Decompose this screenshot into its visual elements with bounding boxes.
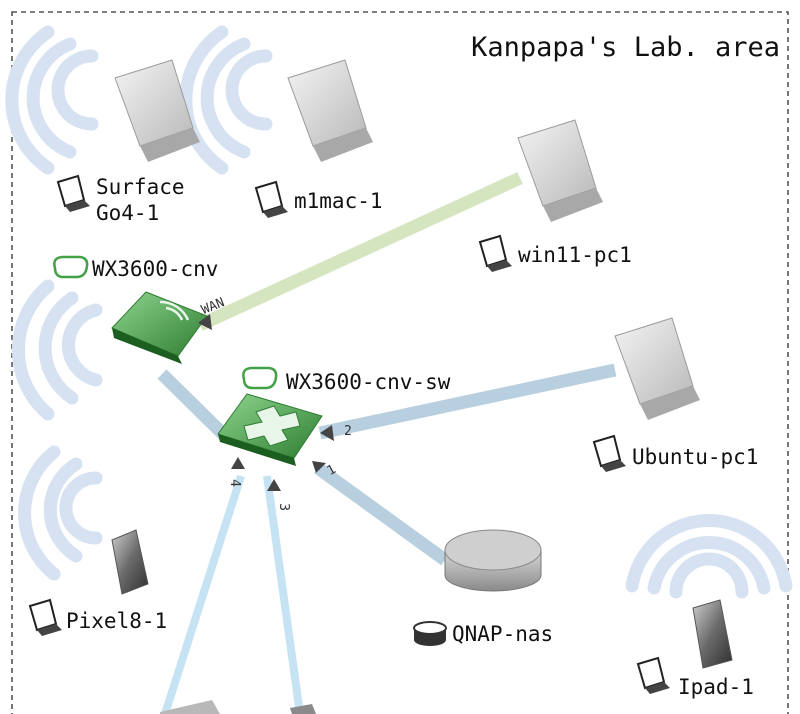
wifi-icon [179,25,273,175]
label-ipad: Ipad-1 [678,675,754,699]
switch-icon [217,393,323,466]
label-ubuntu: Ubuntu-pc1 [632,445,759,469]
label-pixel8: Pixel8-1 [66,609,168,633]
laptop-icon [614,317,700,420]
area-border [11,11,789,714]
wifi-icon [11,279,103,421]
device-icon [290,704,316,714]
port-arrow [320,425,334,441]
nas-icon [444,529,542,592]
link-port2 [318,363,617,440]
laptop-small-icon [28,598,62,636]
port-arrow [267,479,281,491]
link-router-switch [157,369,230,441]
port-arrow [198,314,212,330]
label-surface-line2: Go4-1 [96,201,160,225]
label-surface-line1: Surface [96,175,185,199]
label-win11: win11-pc1 [518,243,632,267]
router-icon [111,291,208,364]
laptop-small-icon [478,234,512,272]
nas-small-icon [413,621,447,646]
device-icon [242,366,278,390]
link-port1 [314,462,449,566]
label-nas: QNAP-nas [452,622,554,646]
tablet-icon [692,599,733,669]
wifi-icon [18,445,103,581]
laptop-small-icon [592,434,626,472]
area-title: Kanpapa's Lab. area [469,32,782,63]
label-m1mac: m1mac-1 [294,189,383,213]
laptop-icon [517,119,603,222]
device-icon [160,700,220,714]
link-wan [197,172,523,331]
laptop-small-icon [254,180,288,218]
label-switch: WX3600-cnv-sw [286,370,451,394]
wifi-icon [5,25,99,175]
port-label-2: 2 [344,424,352,439]
laptop-small-icon [636,656,670,694]
laptop-small-icon [56,174,90,212]
port-arrow [231,457,245,469]
wifi-icon [625,513,793,599]
port-arrow [312,461,326,473]
laptop-icon [114,59,200,162]
phone-icon [111,529,149,595]
link-port4 [161,474,245,714]
label-router: WX3600-cnv [92,257,219,281]
laptop-icon [287,59,373,162]
port-label-3: 3 [275,503,291,511]
device-icon [53,255,89,279]
port-label-4: 4 [226,479,242,487]
link-port3 [263,475,304,714]
